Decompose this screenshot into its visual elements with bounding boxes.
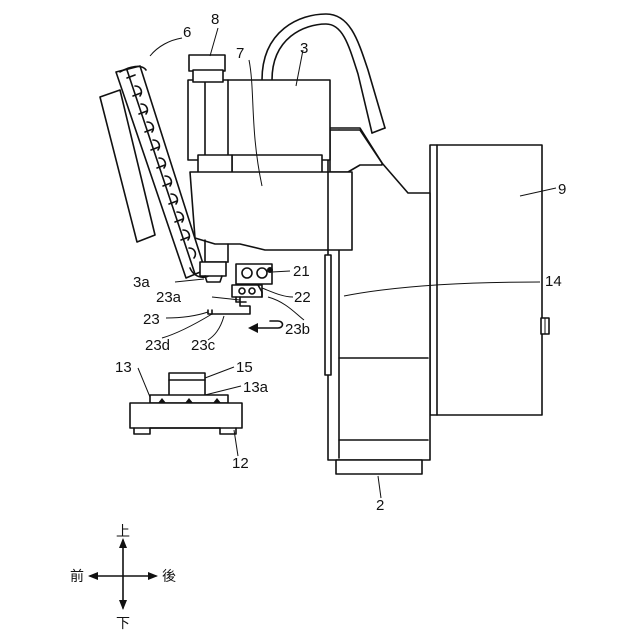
label-13: 13 [115, 359, 132, 376]
pallet-13 [150, 395, 228, 403]
label-23: 23 [143, 311, 160, 328]
label-14: 14 [545, 273, 562, 290]
label-2: 2 [376, 497, 384, 514]
direction-front-label: 前 [70, 568, 84, 585]
label-3a: 3a [133, 274, 150, 291]
motor-8 [189, 55, 225, 82]
label-3: 3 [300, 40, 308, 57]
label-22: 22 [294, 289, 311, 306]
label-9: 9 [558, 181, 566, 198]
direction-up-label: 上 [116, 524, 130, 540]
label-8: 8 [211, 11, 219, 28]
arrowhead-down [119, 600, 127, 610]
label-23d: 23d [145, 337, 170, 354]
label-23a: 23a [156, 289, 182, 306]
label-12: 12 [232, 455, 249, 472]
label-6: 6 [183, 24, 191, 41]
label-23c: 23c [191, 337, 216, 354]
head-bracket [330, 130, 382, 172]
direction-indicator: 上 下 前 後 [70, 524, 176, 632]
spindle-head-3 [188, 80, 330, 173]
label-21: 21 [293, 263, 310, 280]
sensor-unit-21 [236, 264, 273, 284]
arrowhead-back [148, 572, 158, 580]
label-23b: 23b [285, 321, 310, 338]
spindle-housing-7 [190, 172, 352, 262]
label-13a: 13a [243, 379, 269, 396]
column-unit-9 [430, 145, 549, 415]
bracket-22 [232, 285, 262, 297]
direction-back-label: 後 [162, 569, 176, 585]
table-12 [130, 403, 242, 434]
air-nozzle-23 [208, 297, 250, 314]
label-15: 15 [236, 359, 253, 376]
arrowhead-front [88, 572, 98, 580]
air-flow-arrow [248, 321, 283, 333]
direction-down-label: 下 [116, 616, 130, 632]
label-7: 7 [236, 45, 244, 62]
